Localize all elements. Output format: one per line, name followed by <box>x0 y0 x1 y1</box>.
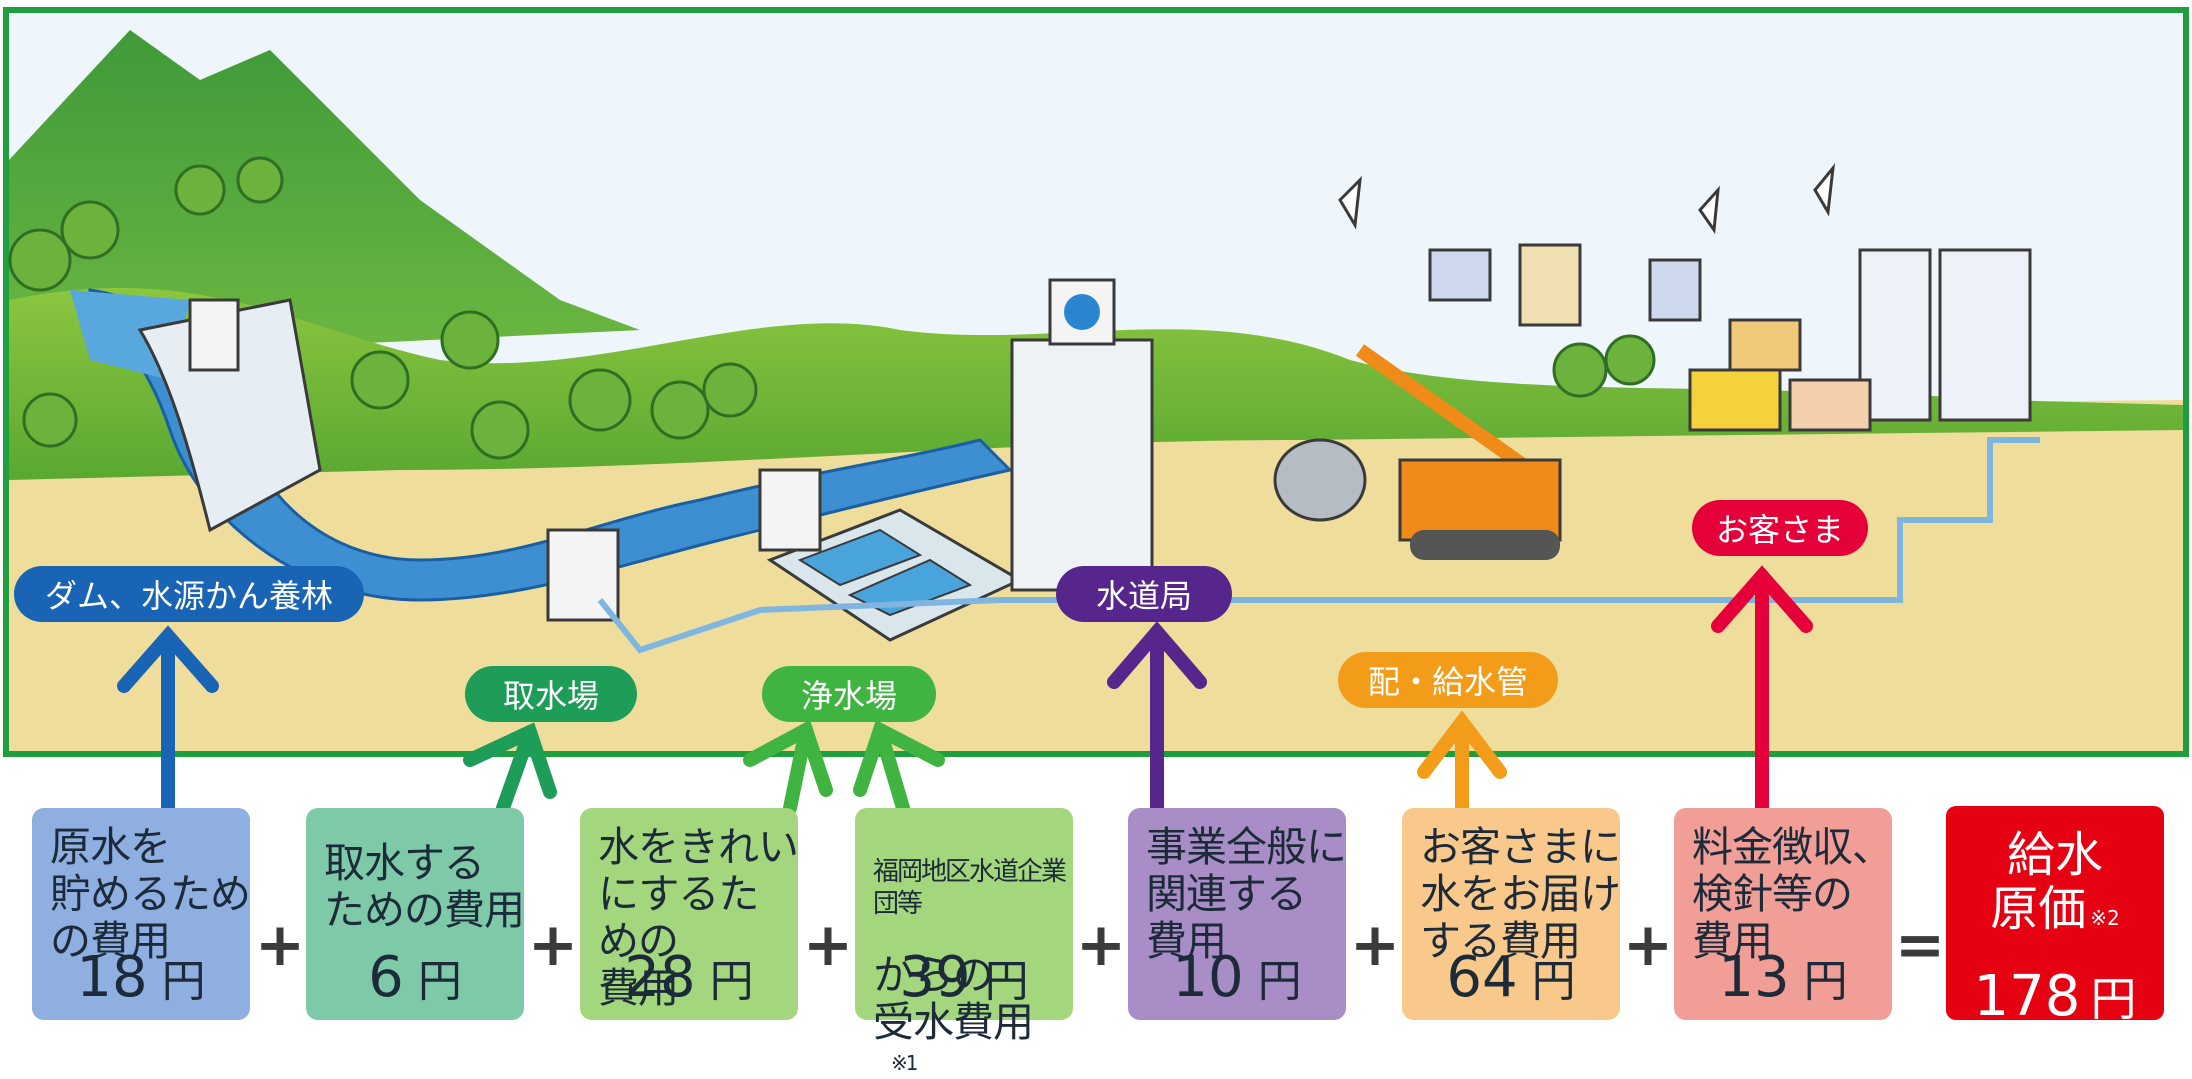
plus-operator: + <box>527 910 579 980</box>
stage-purification-label: 浄水場 <box>762 666 936 722</box>
crane-body <box>1398 458 1562 542</box>
mountain-left <box>9 30 640 360</box>
stage-customer-label: お客さま <box>1692 500 1868 556</box>
trees <box>8 156 1656 460</box>
dam-tower <box>188 298 240 372</box>
equals-operator: = <box>1894 910 1946 980</box>
water-pipe <box>597 437 2040 654</box>
dam-wall <box>137 298 322 533</box>
bureau-logo-icon <box>1064 294 1100 330</box>
cost-label: 料金徴収、 検針等の 費用 <box>1692 823 1893 965</box>
pipe-segment <box>1273 438 1367 522</box>
result-title-line2: 原価※2 <box>1990 881 2120 937</box>
cost-label: お客さまに 水をお届け する費用 <box>1420 823 1621 965</box>
plus-operator: + <box>1622 910 1674 980</box>
plus-operator: + <box>1349 910 1401 980</box>
arrow-purification-2 <box>853 720 945 815</box>
arrow-dam <box>117 625 219 815</box>
result-title-line1: 給水 <box>2006 827 2103 883</box>
stage-bureau-label: 水道局 <box>1056 566 1232 622</box>
purification-building <box>758 468 822 552</box>
filtration-basins <box>797 528 973 617</box>
crane-arm <box>1355 344 1535 476</box>
plus-operator: + <box>802 910 854 980</box>
cost-label: 水をきれい にするための 費用 <box>598 823 799 1012</box>
town-buildings <box>1428 243 2032 422</box>
plus-operator: + <box>1075 910 1127 980</box>
arrow-pipes <box>1417 710 1507 815</box>
crane-track <box>1410 530 1560 560</box>
birds <box>1338 163 1836 235</box>
arrow-customer <box>1711 565 1813 815</box>
arrow-bureau <box>1107 621 1207 815</box>
plus-operator: + <box>254 910 306 980</box>
cost-label-line1: 福岡地区水道企業団等 <box>873 857 1067 919</box>
stage-dam-label: ダム、水源かん養林 <box>14 566 364 622</box>
arrow-purification-1 <box>743 719 833 815</box>
stage-intake-label: 取水場 <box>465 666 637 722</box>
arrow-intake <box>463 722 557 815</box>
cost-label: 取水する ための費用 <box>324 839 525 934</box>
footnote-mark-1: ※1 <box>891 1050 919 1075</box>
footnote-mark-2: ※2 <box>2090 906 2120 930</box>
stage-pipes-label: 配・給水管 <box>1338 652 1558 708</box>
cost-label: 事業全般に 関連する 費用 <box>1146 823 1347 965</box>
bureau-building <box>1010 338 1154 592</box>
cost-label: 原水を 貯めるため の費用 <box>50 823 251 965</box>
houses <box>1688 318 1872 432</box>
